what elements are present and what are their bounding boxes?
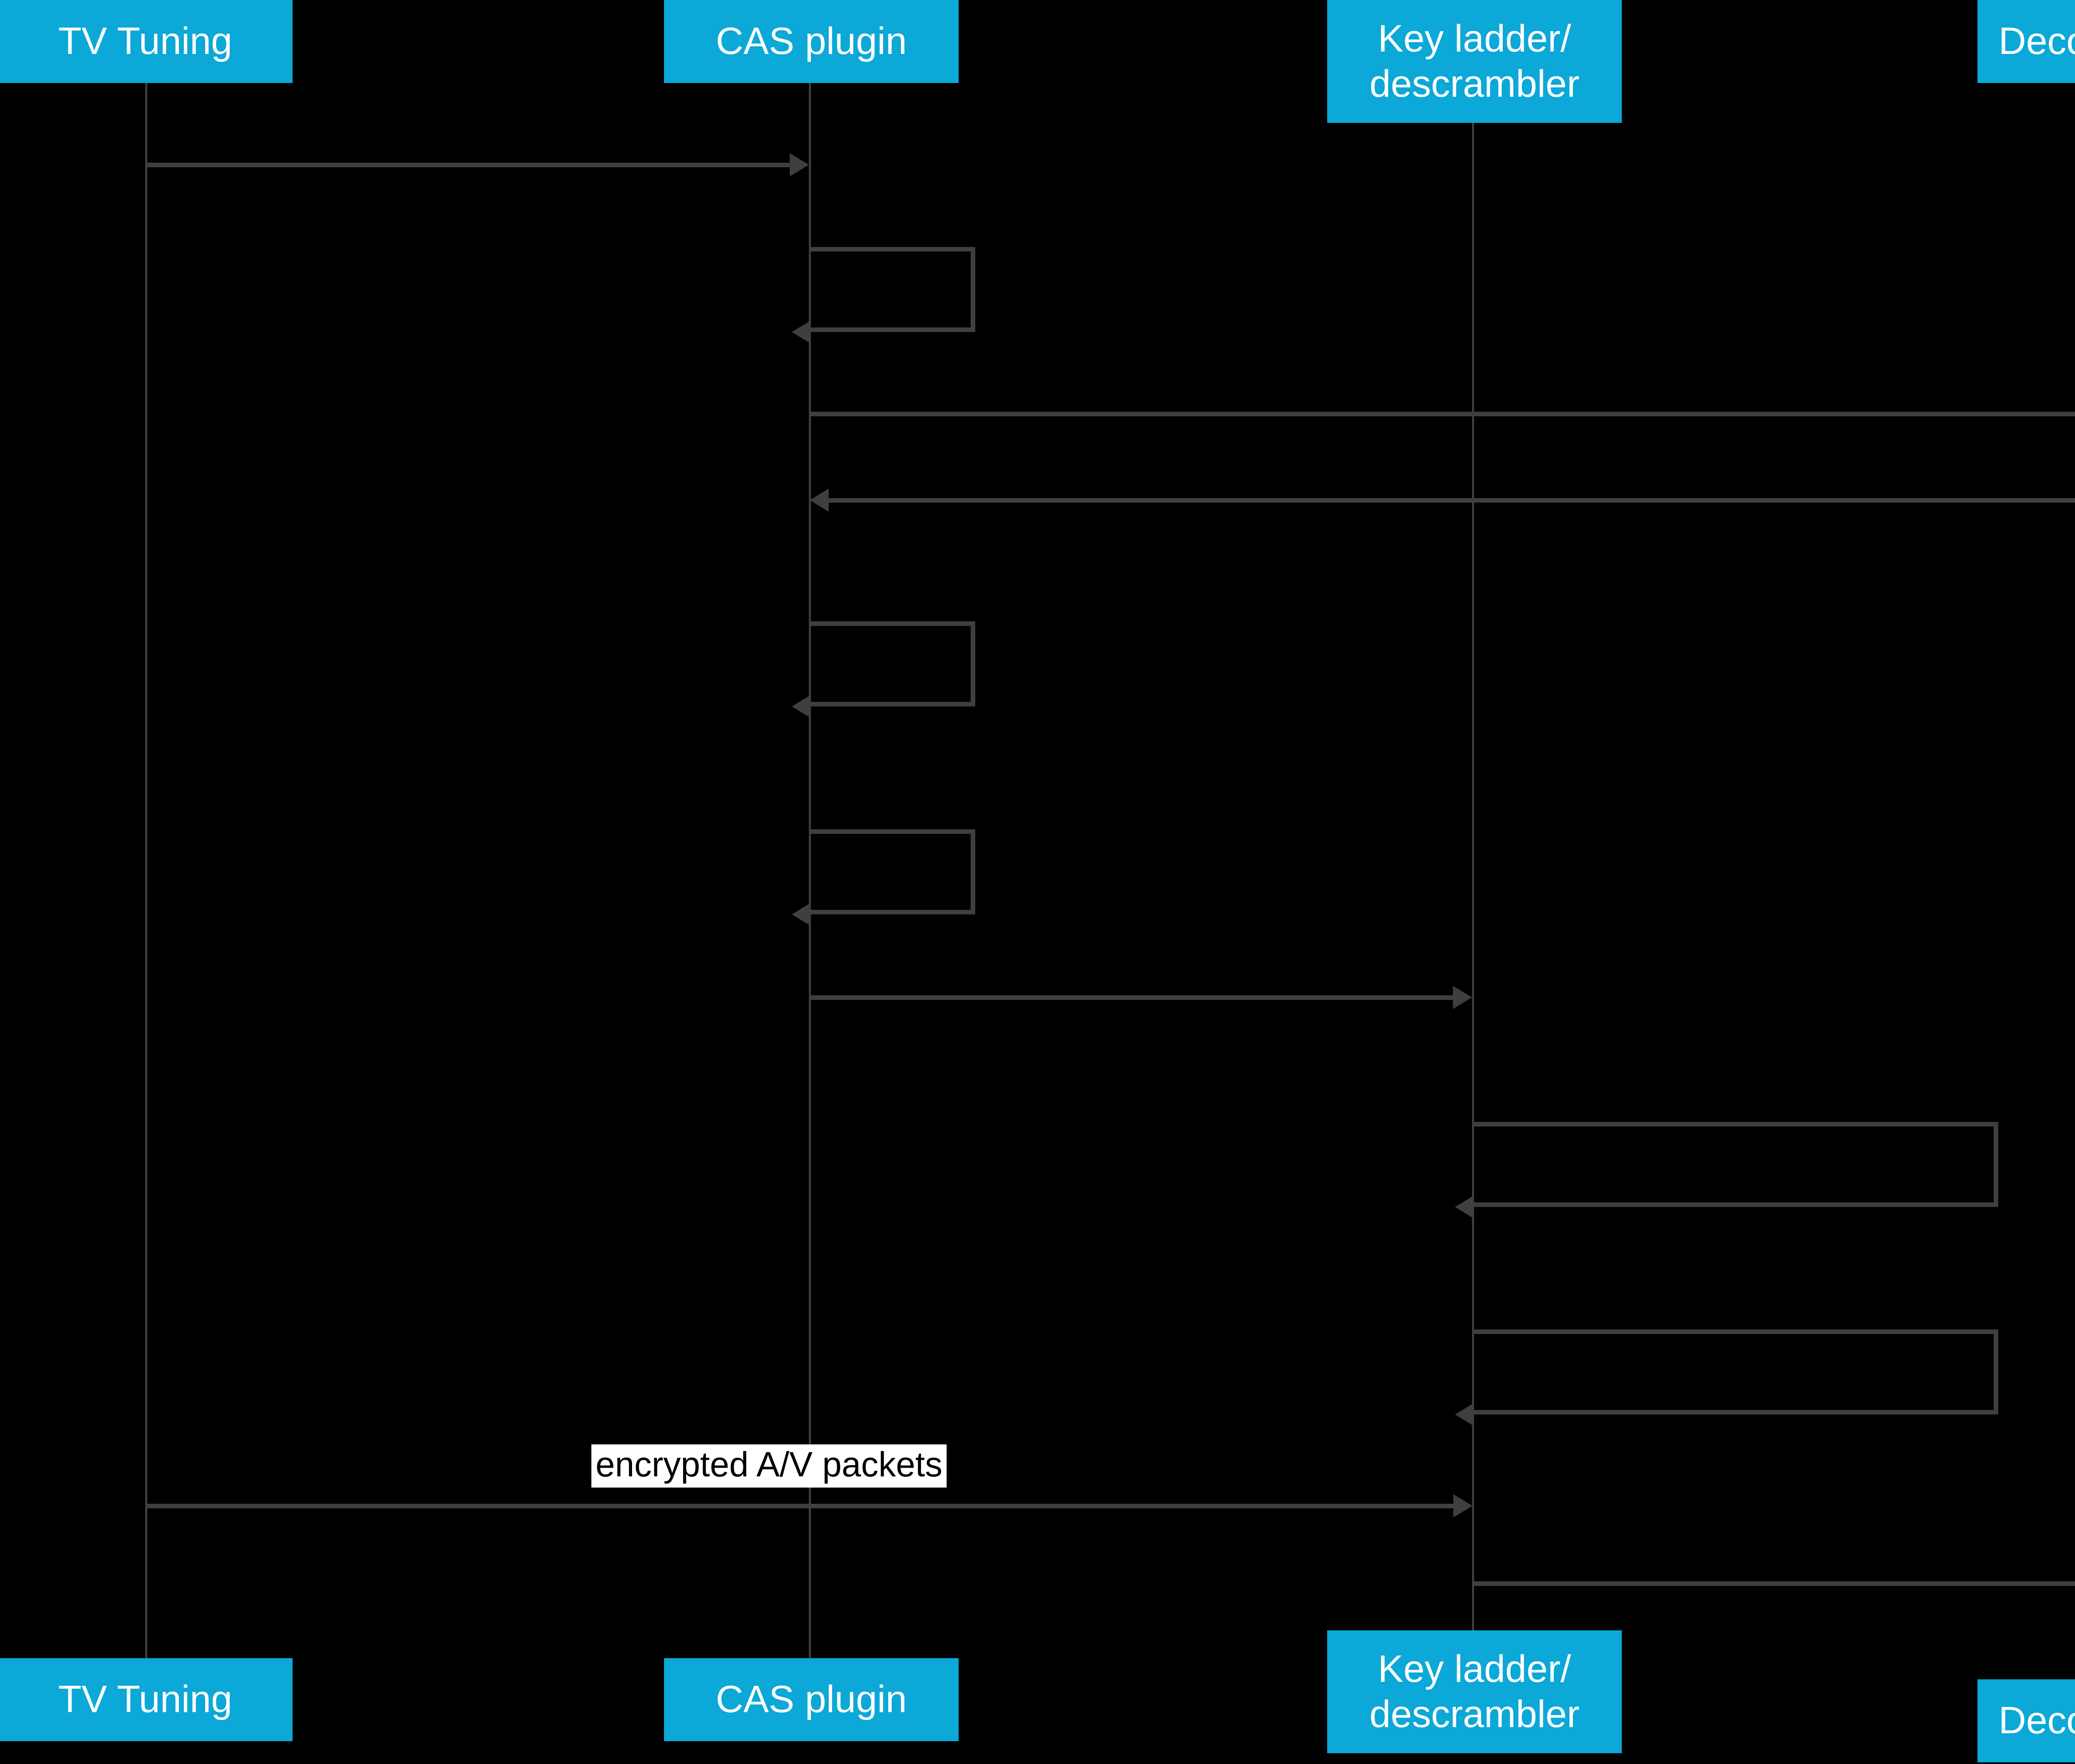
actor-header-tv-tuning-label: TV Tuning [58,20,232,63]
message-arrow-7-line[interactable] [810,995,1453,1000]
lifeline-tv-tuning [145,83,147,1660]
message-label-encrypted-av-packets: encrypted A/V packets [591,1444,947,1488]
message-selfloop-6[interactable] [811,829,975,914]
message-arrow-7-arrowhead [1453,986,1472,1009]
message-arrow-10-arrowhead [1453,1494,1472,1517]
message-arrow-10-line[interactable] [146,1504,1453,1508]
message-selfloop-8-arrowhead [1455,1195,1474,1219]
actor-header-key-ladder-label-line1: Key ladder/ [1378,17,1571,60]
message-selfloop-9-arrowhead [1455,1403,1474,1426]
message-arrow-3-line[interactable] [810,412,2075,416]
message-arrow-1-arrowhead [790,153,809,176]
lifeline-cas-plugin [809,83,811,1660]
actor-footer-tv-tuning[interactable]: TV Tuning [0,1658,293,1741]
actor-footer-cas-plugin-label: CAS plugin [715,1678,907,1721]
message-selfloop-5-arrowhead [792,695,811,718]
actor-footer-cas-plugin[interactable]: CAS plugin [664,1658,959,1741]
actor-footer-decode-display-label: Decode, display [1998,1699,2075,1742]
message-selfloop-2-arrowhead [792,320,811,344]
actor-header-key-ladder-label-line2: descrambler [1369,63,1580,105]
message-arrow-1-line[interactable] [146,163,790,167]
message-arrow-4-line[interactable] [829,498,2075,503]
actor-footer-key-ladder-label-line2: descrambler [1369,1693,1580,1735]
message-selfloop-5[interactable] [811,621,975,706]
actor-header-cas-plugin[interactable]: CAS plugin [664,0,959,83]
message-selfloop-6-arrowhead [792,903,811,926]
actor-footer-decode-display[interactable]: Decode, display [1977,1679,2075,1762]
actor-footer-tv-tuning-label: TV Tuning [58,1678,232,1721]
message-selfloop-9[interactable] [1474,1329,1998,1415]
message-arrow-11-line[interactable] [1473,1581,2075,1586]
lifeline-key-ladder [1472,122,1474,1633]
actor-header-tv-tuning[interactable]: TV Tuning [0,0,293,83]
message-selfloop-8[interactable] [1474,1122,1998,1207]
actor-header-cas-plugin-label: CAS plugin [715,20,907,63]
actor-footer-key-ladder-label-line1: Key ladder/ [1378,1648,1571,1691]
message-arrow-4-arrowhead [810,489,829,512]
actor-header-decode-display[interactable]: Decode, display [1977,0,2075,83]
message-selfloop-2[interactable] [811,247,975,332]
actor-footer-key-ladder[interactable]: Key ladder/ descrambler [1327,1630,1622,1753]
actor-header-key-ladder[interactable]: Key ladder/ descrambler [1327,0,1622,123]
actor-header-decode-display-label: Decode, display [1998,20,2075,63]
